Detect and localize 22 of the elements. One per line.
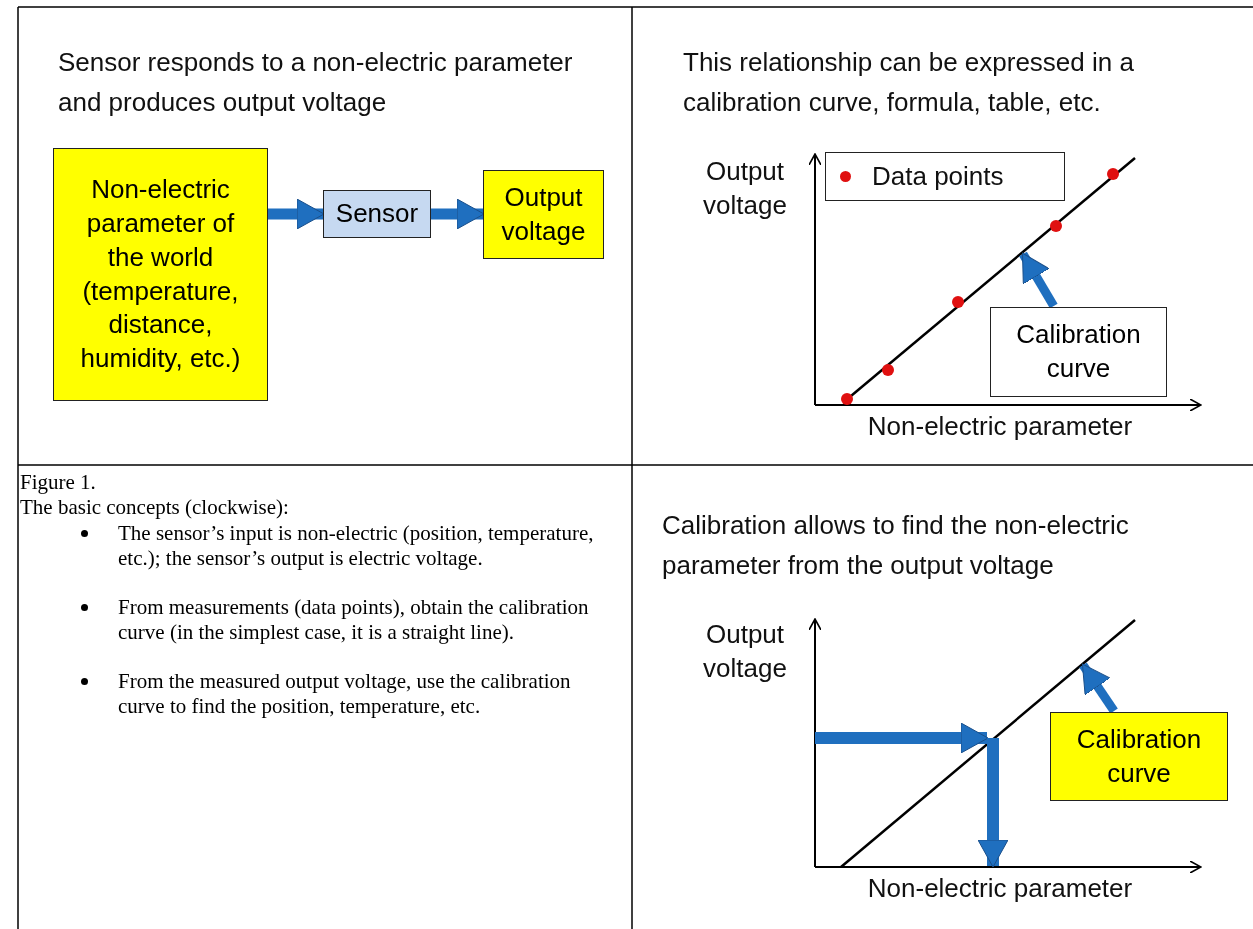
legend-label: Data points bbox=[872, 160, 1004, 193]
sensor-box: Sensor bbox=[323, 190, 431, 238]
bullet-text: From measurements (data points), obtain the calibration curve (in the simplest case, it is a straight line). bbox=[118, 595, 590, 646]
axis-label: Non-electric parameter bbox=[866, 872, 1134, 905]
axis-label: Output voltage bbox=[702, 618, 788, 685]
parameter-box: Non-electric parameter of the world (temperature, distance, humidity, etc.) bbox=[53, 148, 268, 401]
axis-label: Non-electric parameter bbox=[866, 410, 1134, 443]
axis-label: Output voltage bbox=[702, 155, 788, 222]
figure-caption: Figure 1. bbox=[20, 470, 97, 496]
panel-heading: This relationship can be expressed in a calibration curve, formula, table, etc. bbox=[683, 46, 1135, 120]
leader-arrow bbox=[1079, 662, 1118, 714]
panel-heading: Calibration allows to find the non-electric parameter from the output voltage bbox=[662, 509, 1130, 583]
bullet-text: The sensor’s input is non-electric (position, temperature, etc.); the sensor’s output is electric voltage. bbox=[118, 521, 595, 572]
leader-arrow bbox=[1019, 251, 1058, 309]
output-box: Output voltage bbox=[483, 170, 604, 259]
block-arrow bbox=[431, 198, 485, 230]
callout-box: Calibration curve bbox=[990, 307, 1167, 397]
callout-box: Calibration curve bbox=[1050, 712, 1228, 801]
caption-text: The basic concepts (clockwise): bbox=[20, 495, 290, 521]
bullet-text: From the measured output voltage, use the calibration curve to find the position, temperature, etc. bbox=[118, 669, 572, 720]
block-arrow bbox=[268, 198, 325, 230]
panel-heading: Sensor responds to a non-electric parameter and produces output voltage bbox=[58, 46, 574, 120]
